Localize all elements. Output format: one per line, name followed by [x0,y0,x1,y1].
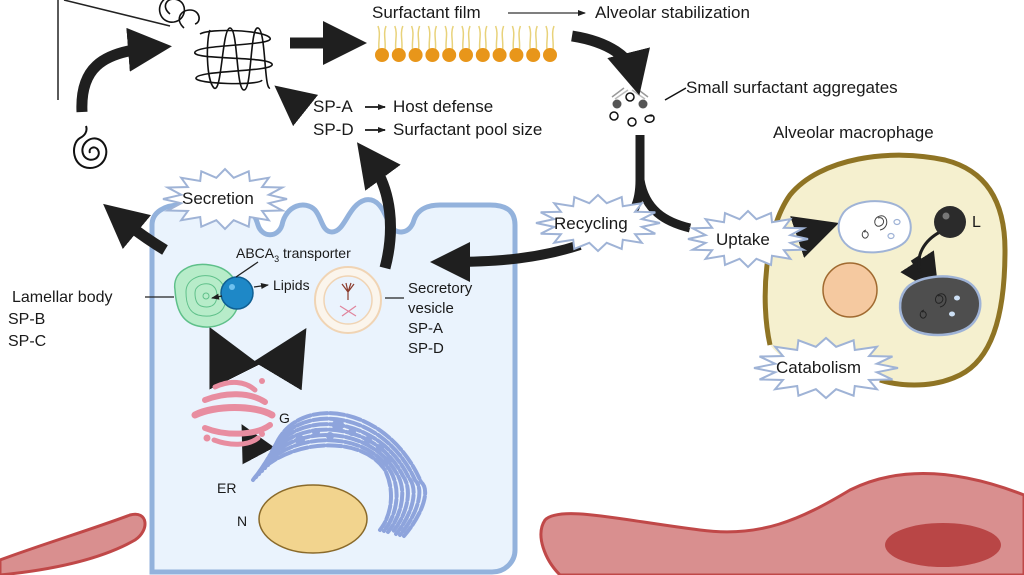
surfactant-lipid [375,25,389,62]
nucleus-label: N [237,513,248,529]
surfactant-lipid [442,25,457,62]
er-vesicle [384,456,392,464]
arrow-recycling-to-cell [430,240,582,282]
golgi-label: G [279,410,290,426]
arrow-phagosome-to-lysosome [900,250,939,295]
recycling-burst [535,193,661,253]
lamellar-body-label: Lamellar body [12,289,113,306]
surfactant-lipid [425,25,440,62]
alveolar-macrophage-label: Alveolar macrophage [773,123,934,142]
er-vesicle [376,444,384,452]
surfactant-lipid [459,25,473,62]
er-cisterna [263,422,416,536]
catabolism-label: Catabolism [776,358,862,377]
uptake-label: Uptake [716,230,770,249]
lamellar-spiral-top [158,0,186,23]
spa-label: SP-A [313,97,353,116]
er-vesicle [332,419,344,431]
surfactant-lipid [526,25,541,62]
lipids-label: Lipids [273,277,310,293]
surfactant-film [375,25,557,62]
alveolar-stabilization-label: Alveolar stabilization [595,3,750,22]
secretory-vesicle-label-1: Secretory [408,280,473,297]
capillary-nucleus [885,523,1001,567]
er-cisterna [254,438,399,533]
process-bursts [162,167,899,400]
uptake-burst [687,209,809,269]
er-cisterna [266,416,422,537]
endoplasmic-reticulum [251,411,428,538]
lysosome-label: L [972,214,981,231]
phagolysosome [898,275,982,337]
spb-label: SP-B [8,311,46,328]
surfactant-lipid [543,25,557,62]
arrow-uptake-to-phagosome [790,216,839,258]
surfactant-lipid [408,25,423,62]
er-vesicle [326,432,334,440]
arrow-spiral-to-mesh [76,27,172,113]
golgi-apparatus [191,378,276,447]
er-cisterna [260,427,410,535]
surfactant-lipid [492,25,507,62]
arrow-secretion-out [103,203,168,255]
surfactant-lipid [509,25,524,62]
host-defense-label: Host defense [393,97,494,116]
small-surfactant-aggregates [609,87,687,127]
surfactant-film-label: Surfactant film [372,3,481,22]
abca3-main: ABCA [236,245,275,261]
er-vesicle [364,436,372,444]
tubular-myelin [178,9,273,91]
er-vesicle [348,428,356,436]
spd-label: SP-D [313,120,354,139]
abca3-transporter [211,261,269,310]
spc-label: SP-C [8,333,47,350]
arrow-aggregates-uptake [635,179,692,233]
er-label: ER [217,480,237,496]
surfactant-lipid [475,25,490,62]
arrow-vesicle-up [357,142,401,270]
frame-line-diagonal [63,0,171,27]
lamellar-spiral-left [73,125,108,170]
abca3-sub: 3 [274,253,280,264]
recycling-label: Recycling [554,214,628,233]
macrophage-nucleus [822,262,878,318]
secretory-spd-label: SP-D [408,340,444,357]
catabolism-burst [753,336,899,400]
er-vesicle [312,428,320,436]
er-cisterna [251,443,393,532]
abca3-label: ABCA3 transporter [236,246,351,264]
pool-size-label: Surfactant pool size [393,120,543,139]
arrow-golgi-to-vesicle [253,327,307,391]
arrow-lysosome-fusion [917,230,941,273]
small-aggregates-label: Small surfactant aggregates [686,78,898,97]
surfactant-lipid [391,25,406,62]
arrow-sp-to-mesh [274,85,319,127]
secretory-vesicle-label-2: vesicle [408,300,454,317]
abca3-rest: transporter [279,245,351,261]
capillary-left [0,512,147,575]
er-cisterna [269,411,428,538]
secretory-vesicle [314,266,404,334]
er-cisterna [257,433,405,534]
lysosome [934,206,966,238]
er-vesicle [295,435,305,445]
secretory-spa-label: SP-A [408,320,444,337]
secretion-label: Secretion [182,189,254,208]
secretion-burst [162,167,288,231]
phagosome [837,200,912,254]
arrow-golgi-to-lamellar [209,326,260,390]
arrow-film-to-aggregates [571,30,650,96]
nucleus [258,484,368,554]
